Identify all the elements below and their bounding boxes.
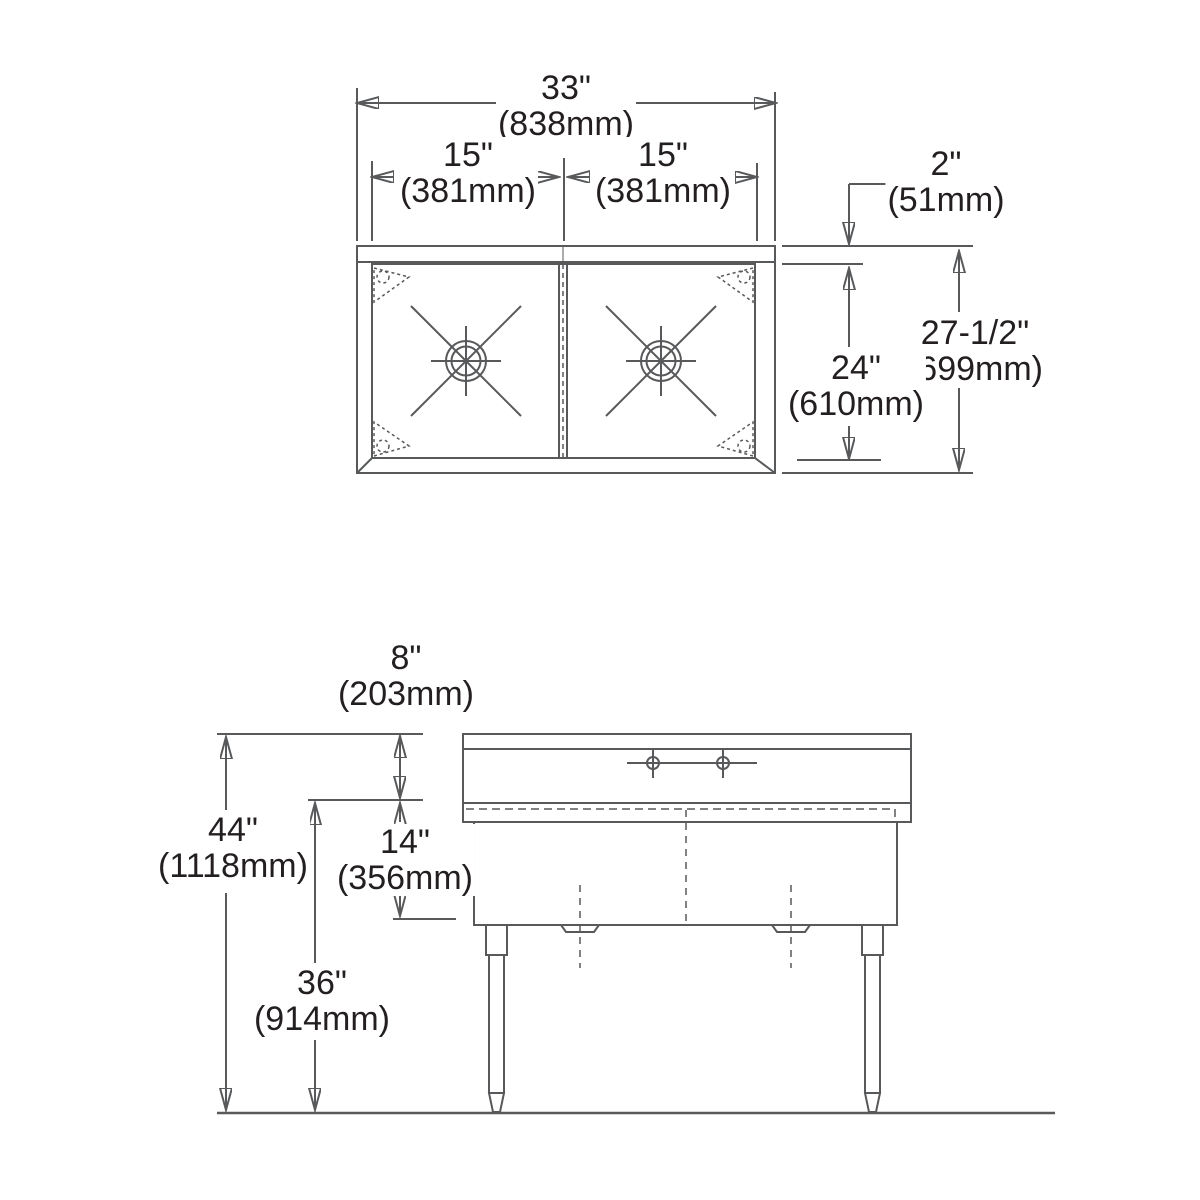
dim-rim-offset: 2" (51mm): [885, 145, 1007, 219]
right-leg: [861, 924, 884, 1113]
dim-compartment-depth: 24" (610mm): [785, 349, 927, 423]
dim-overall-depth-mm: (699mm): [906, 350, 1044, 388]
top-view-dimension-lines: [358, 103, 959, 469]
dim-floor-to-rim: 36" (914mm): [251, 964, 393, 1038]
dim-backsplash-height-in: 8": [390, 639, 422, 677]
corner-clip-top-right-icon: [716, 267, 754, 304]
sink-body: [473, 810, 898, 968]
dim-backsplash-height-mm: (203mm): [337, 675, 475, 713]
front-view-extension-lines: [217, 733, 456, 920]
left-drain-icon: [410, 305, 522, 417]
dim-right-compartment-in: 15": [638, 136, 688, 174]
corner-clip-bottom-left-icon: [373, 420, 411, 457]
left-leg: [485, 924, 508, 1113]
dim-overall-width: 33" (838mm): [495, 69, 637, 143]
corner-clip-bottom-right-icon: [716, 420, 754, 457]
dim-overall-width-in: 33": [541, 69, 591, 107]
dim-overall-depth: 27-1/2" (699mm): [904, 314, 1046, 388]
dim-compartment-depth-in: 24": [831, 349, 881, 387]
dim-compartment-depth-mm: (610mm): [787, 385, 925, 423]
corner-clip-top-left-icon: [373, 267, 411, 304]
right-drain-icon: [605, 305, 717, 417]
dim-left-compartment-in: 15": [443, 136, 493, 174]
top-view-drawing: [357, 88, 973, 474]
dim-backsplash-height: 8" (203mm): [335, 639, 477, 713]
faucet-holes-icon: [627, 748, 757, 778]
dim-floor-to-rim-mm: (914mm): [253, 1000, 391, 1038]
dim-rim-offset-mm: (51mm): [887, 181, 1005, 219]
dim-overall-width-mm: (838mm): [497, 105, 635, 143]
dim-floor-to-rim-in: 36": [297, 964, 347, 1002]
dim-rim-offset-in: 2": [930, 145, 962, 183]
front-view-drawing: [217, 733, 1055, 1115]
bowl-divider: [558, 247, 568, 458]
dim-overall-height-in: 44": [208, 811, 258, 849]
dim-bowl-depth-in: 14": [380, 823, 430, 861]
dim-overall-height: 44" (1118mm): [156, 812, 310, 884]
dim-left-compartment: 15" (381mm): [397, 136, 539, 210]
dim-overall-height-mm: (1118mm): [158, 847, 308, 885]
dim-overall-depth-in: 27-1/2": [920, 314, 1030, 352]
dim-bowl-depth-mm: (356mm): [336, 859, 474, 897]
dim-bowl-depth: 14" (356mm): [334, 823, 476, 897]
front-view-dimension-lines: [226, 737, 400, 1109]
dim-right-compartment-mm: (381mm): [594, 172, 732, 210]
dim-right-compartment: 15" (381mm): [592, 136, 734, 210]
backsplash: [462, 733, 912, 823]
dim-left-compartment-mm: (381mm): [399, 172, 537, 210]
